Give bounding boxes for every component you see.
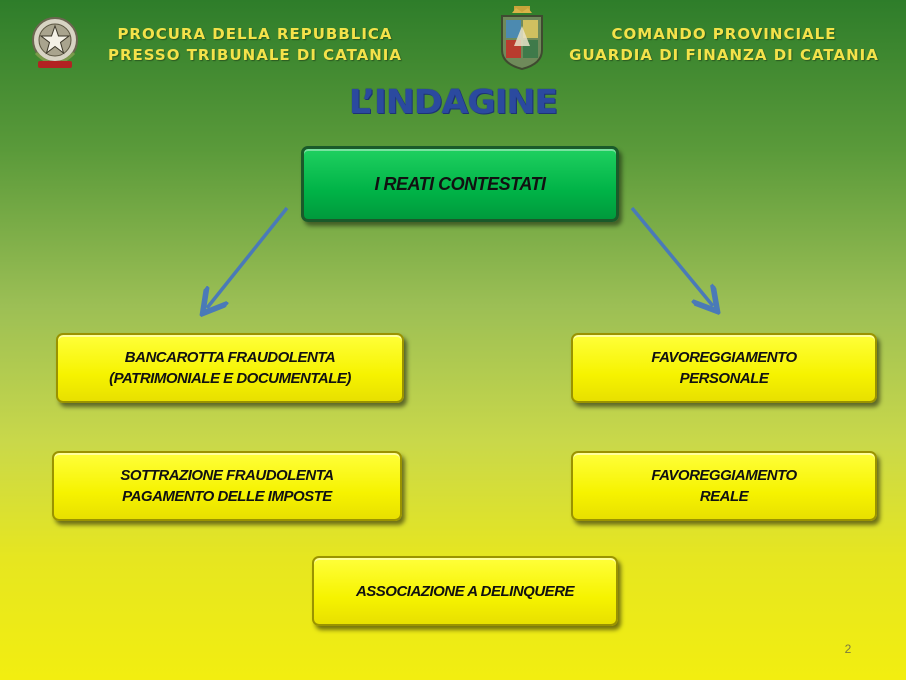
header-left-text: PROCURA DELLA REPUBBLICA PRESSO TRIBUNAL… <box>96 24 414 66</box>
box-label-line1: ASSOCIAZIONE A DELINQUERE <box>355 582 575 600</box>
box-label-line2: (PATRIMONIALE E DOCUMENTALE) <box>109 370 351 387</box>
box-favoreggiamento-personale: FAVOREGGIAMENTO PERSONALE <box>571 333 877 403</box>
box-bancarotta-fraudolenta: BANCAROTTA FRAUDOLENTA (PATRIMONIALE E D… <box>56 333 404 403</box>
header-right-line2: GUARDIA DI FINANZA DI CATANIA <box>569 46 879 64</box>
arrow-left <box>207 206 289 308</box>
box-label-line2: PAGAMENTO DELLE IMPOSTE <box>122 488 332 505</box>
box-label-line1: FAVOREGGIAMENTO <box>651 467 797 484</box>
box-label-line2: PERSONALE <box>679 370 769 387</box>
header-left-line1: PROCURA DELLA REPUBBLICA <box>117 25 393 43</box>
box-label-line1: SOTTRAZIONE FRAUDOLENTA <box>120 467 334 484</box>
box-associazione-a-delinquere: ASSOCIAZIONE A DELINQUERE <box>312 556 618 626</box>
arrow-right <box>630 206 713 306</box>
italian-republic-emblem-icon <box>32 17 78 68</box>
box-sottrazione-fraudolenta: SOTTRAZIONE FRAUDOLENTA PAGAMENTO DELLE … <box>52 451 402 521</box>
guardia-di-finanza-crest-icon <box>501 6 543 70</box>
page-number: 2 <box>844 642 852 656</box>
page-title: L’INDAGINE <box>348 82 558 121</box>
header-left-line2: PRESSO TRIBUNALE DI CATANIA <box>108 46 402 64</box>
box-label-line2: REALE <box>699 488 749 505</box>
header-right-line1: COMANDO PROVINCIALE <box>611 25 837 43</box>
root-box-reati-contestati: I REATI CONTESTATI <box>301 146 619 222</box>
box-favoreggiamento-reale: FAVOREGGIAMENTO REALE <box>571 451 877 521</box>
box-label-line1: FAVOREGGIAMENTO <box>651 349 797 366</box>
root-box-label: I REATI CONTESTATI <box>374 173 547 194</box>
box-label-line1: BANCAROTTA FRAUDOLENTA <box>124 349 336 366</box>
header-right-text: COMANDO PROVINCIALE GUARDIA DI FINANZA D… <box>558 24 890 66</box>
